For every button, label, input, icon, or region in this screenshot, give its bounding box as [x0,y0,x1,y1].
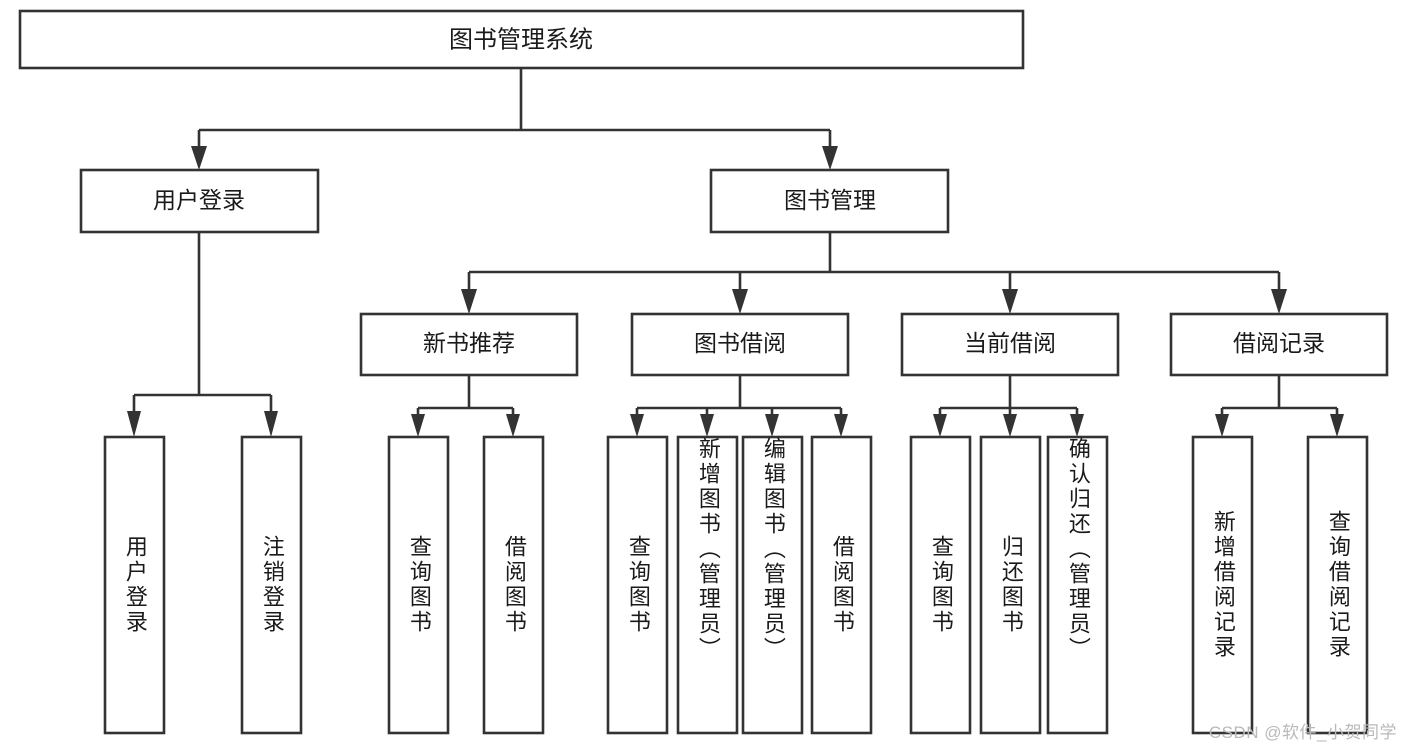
leaf-box-bb-add-book[interactable] [676,435,739,735]
arrowhead-current-borrow [1002,289,1018,314]
node-book-management-label: 图书管理 [784,187,876,213]
node-root-label: 图书管理系统 [449,26,593,53]
arrowhead-book-manage [822,146,838,170]
arrowhead-cb-return-book [1003,414,1017,437]
node-borrow-record-box [1169,312,1389,377]
leaf-box-cb-query-book[interactable] [909,435,972,735]
leaf-box-br-add-record[interactable] [1191,435,1254,735]
node-book-management[interactable]: 图书管理 [709,168,950,234]
arrowhead-borrow-record [1271,289,1287,314]
arrowhead-leaf-logout [264,411,278,437]
leaf-box-bb-edit-book[interactable] [741,435,804,735]
node-book-borrow[interactable]: 图书借阅 [630,312,850,377]
arrowhead-br-query-record [1330,414,1344,437]
edge-group [127,68,1344,437]
node-borrow-record-label: 借阅记录 [1233,330,1325,356]
node-book-management-box [709,168,950,234]
node-book-borrow-box [630,312,850,377]
node-current-borrow-box [900,312,1120,377]
node-new-book-recommend-box [359,312,579,377]
node-new-book-recommend[interactable]: 新书推荐 [359,312,579,377]
node-user-login[interactable]: 用户登录 [79,168,320,234]
arrowhead-new-book [461,289,477,314]
arrowhead-bb-query-book [630,414,644,437]
leaf-box-nb-borrow-book[interactable] [482,435,545,735]
leaf-box-br-query-record[interactable] [1306,435,1369,735]
node-current-borrow[interactable]: 当前借阅 [900,312,1120,377]
arrowhead-nb-borrow-book [506,414,520,437]
arrowhead-cb-confirm-return [1070,414,1084,437]
leaf-box-logout[interactable] [240,435,303,735]
arrowhead-bb-add-book [700,414,714,437]
node-new-book-recommend-label: 新书推荐 [423,330,515,356]
leaf-box-cb-return-book[interactable] [979,435,1042,735]
leaf-box-user-login[interactable] [103,435,166,735]
leaf-box-cb-confirm-return[interactable] [1046,435,1109,735]
arrowhead-user-login [191,146,207,170]
arrowhead-bb-borrow-book [834,414,848,437]
arrowhead-br-add-record [1215,414,1229,437]
arrowhead-book-borrow [732,289,748,314]
arrowhead-bb-edit-book [765,414,779,437]
leaf-box-bb-query-book[interactable] [606,435,669,735]
leaf-box-bb-borrow-book[interactable] [810,435,873,735]
leaf-box-nb-query-book[interactable] [387,435,450,735]
node-book-borrow-label: 图书借阅 [694,330,786,356]
node-user-login-label: 用户登录 [153,187,245,213]
arrowhead-cb-query-book [933,414,947,437]
node-borrow-record[interactable]: 借阅记录 [1169,312,1389,377]
node-current-borrow-label: 当前借阅 [964,330,1056,356]
arrowhead-leaf-user-login [127,411,141,437]
arrowhead-nb-query-book [411,414,425,437]
node-root-box [18,9,1025,70]
node-user-login-box [79,168,320,234]
node-root-system[interactable]: 图书管理系统 [18,9,1025,70]
leaf-box-group [103,435,1369,735]
